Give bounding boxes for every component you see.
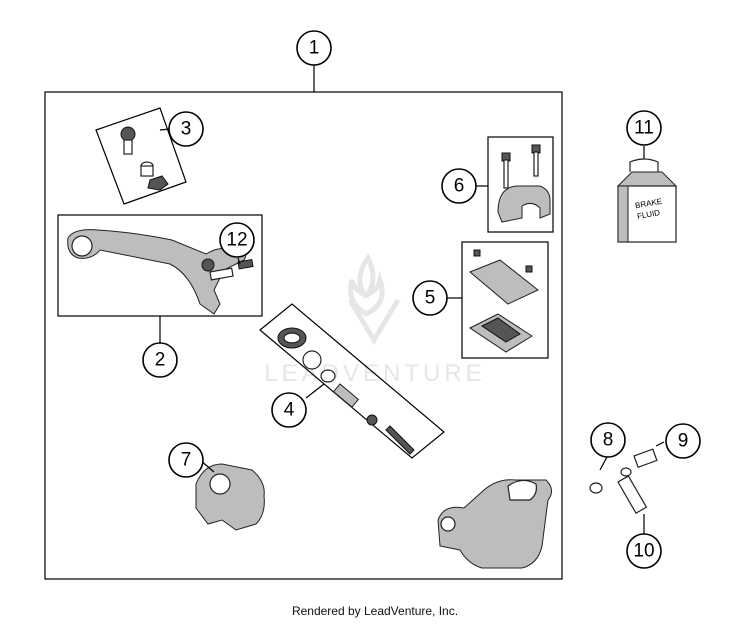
callout-2[interactable]: 2 xyxy=(142,342,178,378)
part-11-brake-fluid-bottle: BRAKE FLUID xyxy=(616,146,678,243)
callout-11[interactable]: 11 xyxy=(626,110,662,146)
leader-12 xyxy=(237,257,241,265)
assembly-frame xyxy=(44,91,563,580)
svg-text:12: 12 xyxy=(226,230,247,251)
svg-text:2: 2 xyxy=(155,350,166,371)
part-3-screw-kit xyxy=(95,107,187,205)
callout-9[interactable]: 9 xyxy=(665,423,701,459)
svg-text:3: 3 xyxy=(181,119,192,140)
svg-text:6: 6 xyxy=(454,176,465,197)
svg-text:7: 7 xyxy=(181,450,192,471)
callout-3[interactable]: 3 xyxy=(168,111,204,147)
master-cylinder-housing xyxy=(437,479,552,569)
callout-4[interactable]: 4 xyxy=(271,392,307,428)
callout-1[interactable]: 1 xyxy=(296,30,332,66)
svg-text:8: 8 xyxy=(603,430,614,451)
watermark-logo xyxy=(347,253,401,345)
callout-5[interactable]: 5 xyxy=(412,280,448,316)
svg-text:9: 9 xyxy=(678,431,689,452)
footer-credit: Rendered by LeadVenture, Inc. xyxy=(291,604,459,618)
callout-12[interactable]: 12 xyxy=(219,222,255,258)
callout-6[interactable]: 6 xyxy=(441,168,477,204)
watermark: LEADVENTURE xyxy=(264,253,482,387)
svg-text:1: 1 xyxy=(309,38,320,59)
svg-text:10: 10 xyxy=(633,541,654,562)
svg-text:4: 4 xyxy=(284,400,295,421)
callout-10[interactable]: 10 xyxy=(626,533,662,569)
bottle-label-line2: FLUID xyxy=(636,208,661,221)
svg-text:11: 11 xyxy=(634,118,654,139)
callout-7[interactable]: 7 xyxy=(168,442,204,478)
callout-8[interactable]: 8 xyxy=(590,422,626,458)
part-5-reservoir-cover xyxy=(447,241,549,359)
part-7-master-cylinder-body xyxy=(195,459,265,531)
svg-text:5: 5 xyxy=(425,288,436,309)
part-4-piston-kit xyxy=(259,303,445,459)
part-8-9-10-fittings xyxy=(589,441,665,534)
part-6-clamp-kit xyxy=(475,136,554,233)
